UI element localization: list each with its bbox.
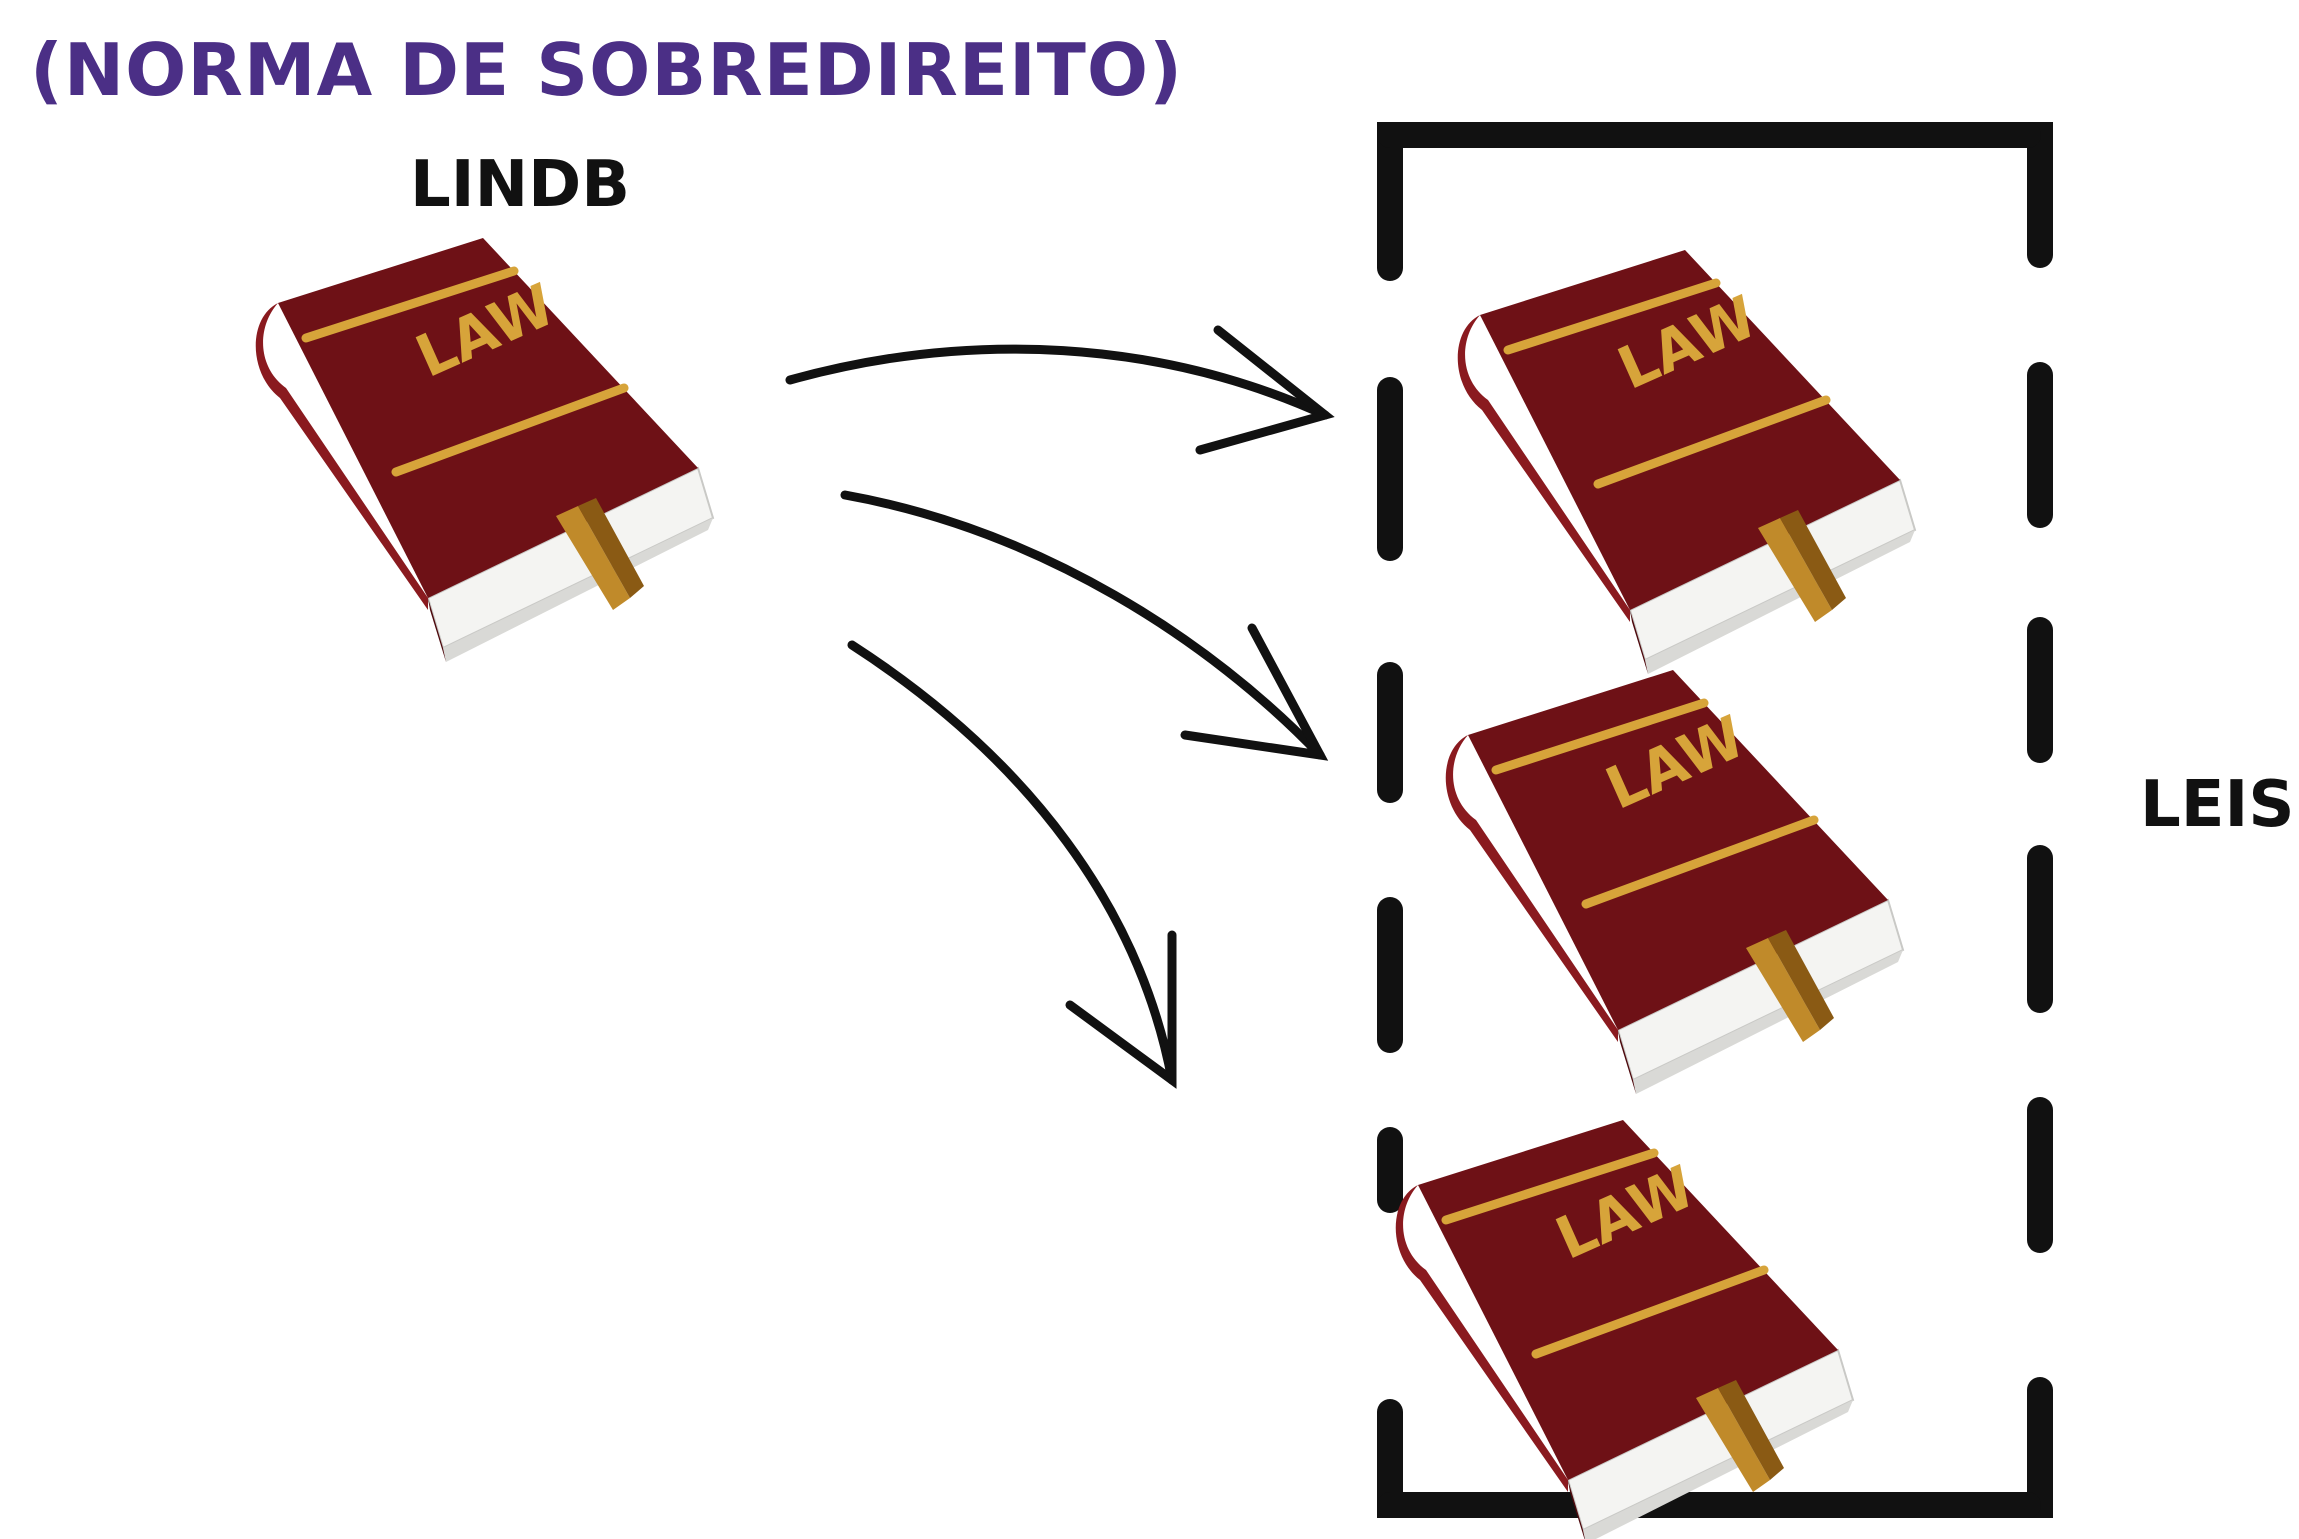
page-title: (NORMA DE SOBREDIREITO) — [30, 28, 1184, 112]
curved-arrow-icon — [840, 490, 1329, 761]
law-book-icon — [1396, 1120, 1853, 1539]
group-label-leis: LEIS — [2140, 768, 2295, 842]
law-book-icon — [256, 238, 713, 662]
dashed-frame — [1377, 122, 2053, 1518]
source-label-lindb: LINDB — [410, 148, 631, 222]
law-book-icon — [1458, 250, 1915, 674]
curved-arrow-icon — [785, 325, 1335, 455]
curved-arrow-icon — [847, 640, 1177, 1089]
law-book-icon — [1446, 670, 1903, 1094]
